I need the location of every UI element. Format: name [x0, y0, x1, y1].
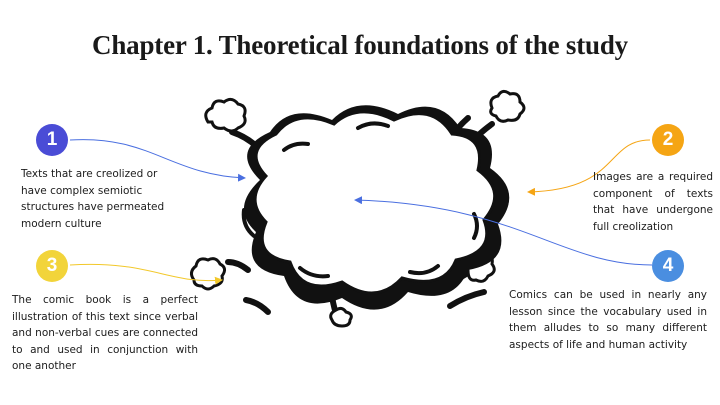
connector-arrow-1	[69, 139, 246, 182]
badge-2: 2	[652, 124, 684, 156]
slide-title: Chapter 1. Theoretical foundations of th…	[92, 30, 628, 60]
puff-clouds	[189, 89, 526, 328]
point-3-text: The comic book is a perfect illustration…	[12, 294, 198, 372]
badge-3: 3	[36, 250, 68, 282]
badge-4: 4	[652, 250, 684, 282]
badge-1: 1	[36, 124, 68, 156]
connector-arrow-2	[527, 139, 651, 196]
point-2-text: Images are a required component of texts…	[593, 171, 713, 233]
connector-arrow-4	[354, 196, 653, 266]
point-4-text: Comics can be used in nearly any lesson …	[509, 289, 707, 351]
point-1-text: Texts that are creolized or have complex…	[21, 168, 165, 230]
connector-arrow-3	[69, 263, 223, 285]
